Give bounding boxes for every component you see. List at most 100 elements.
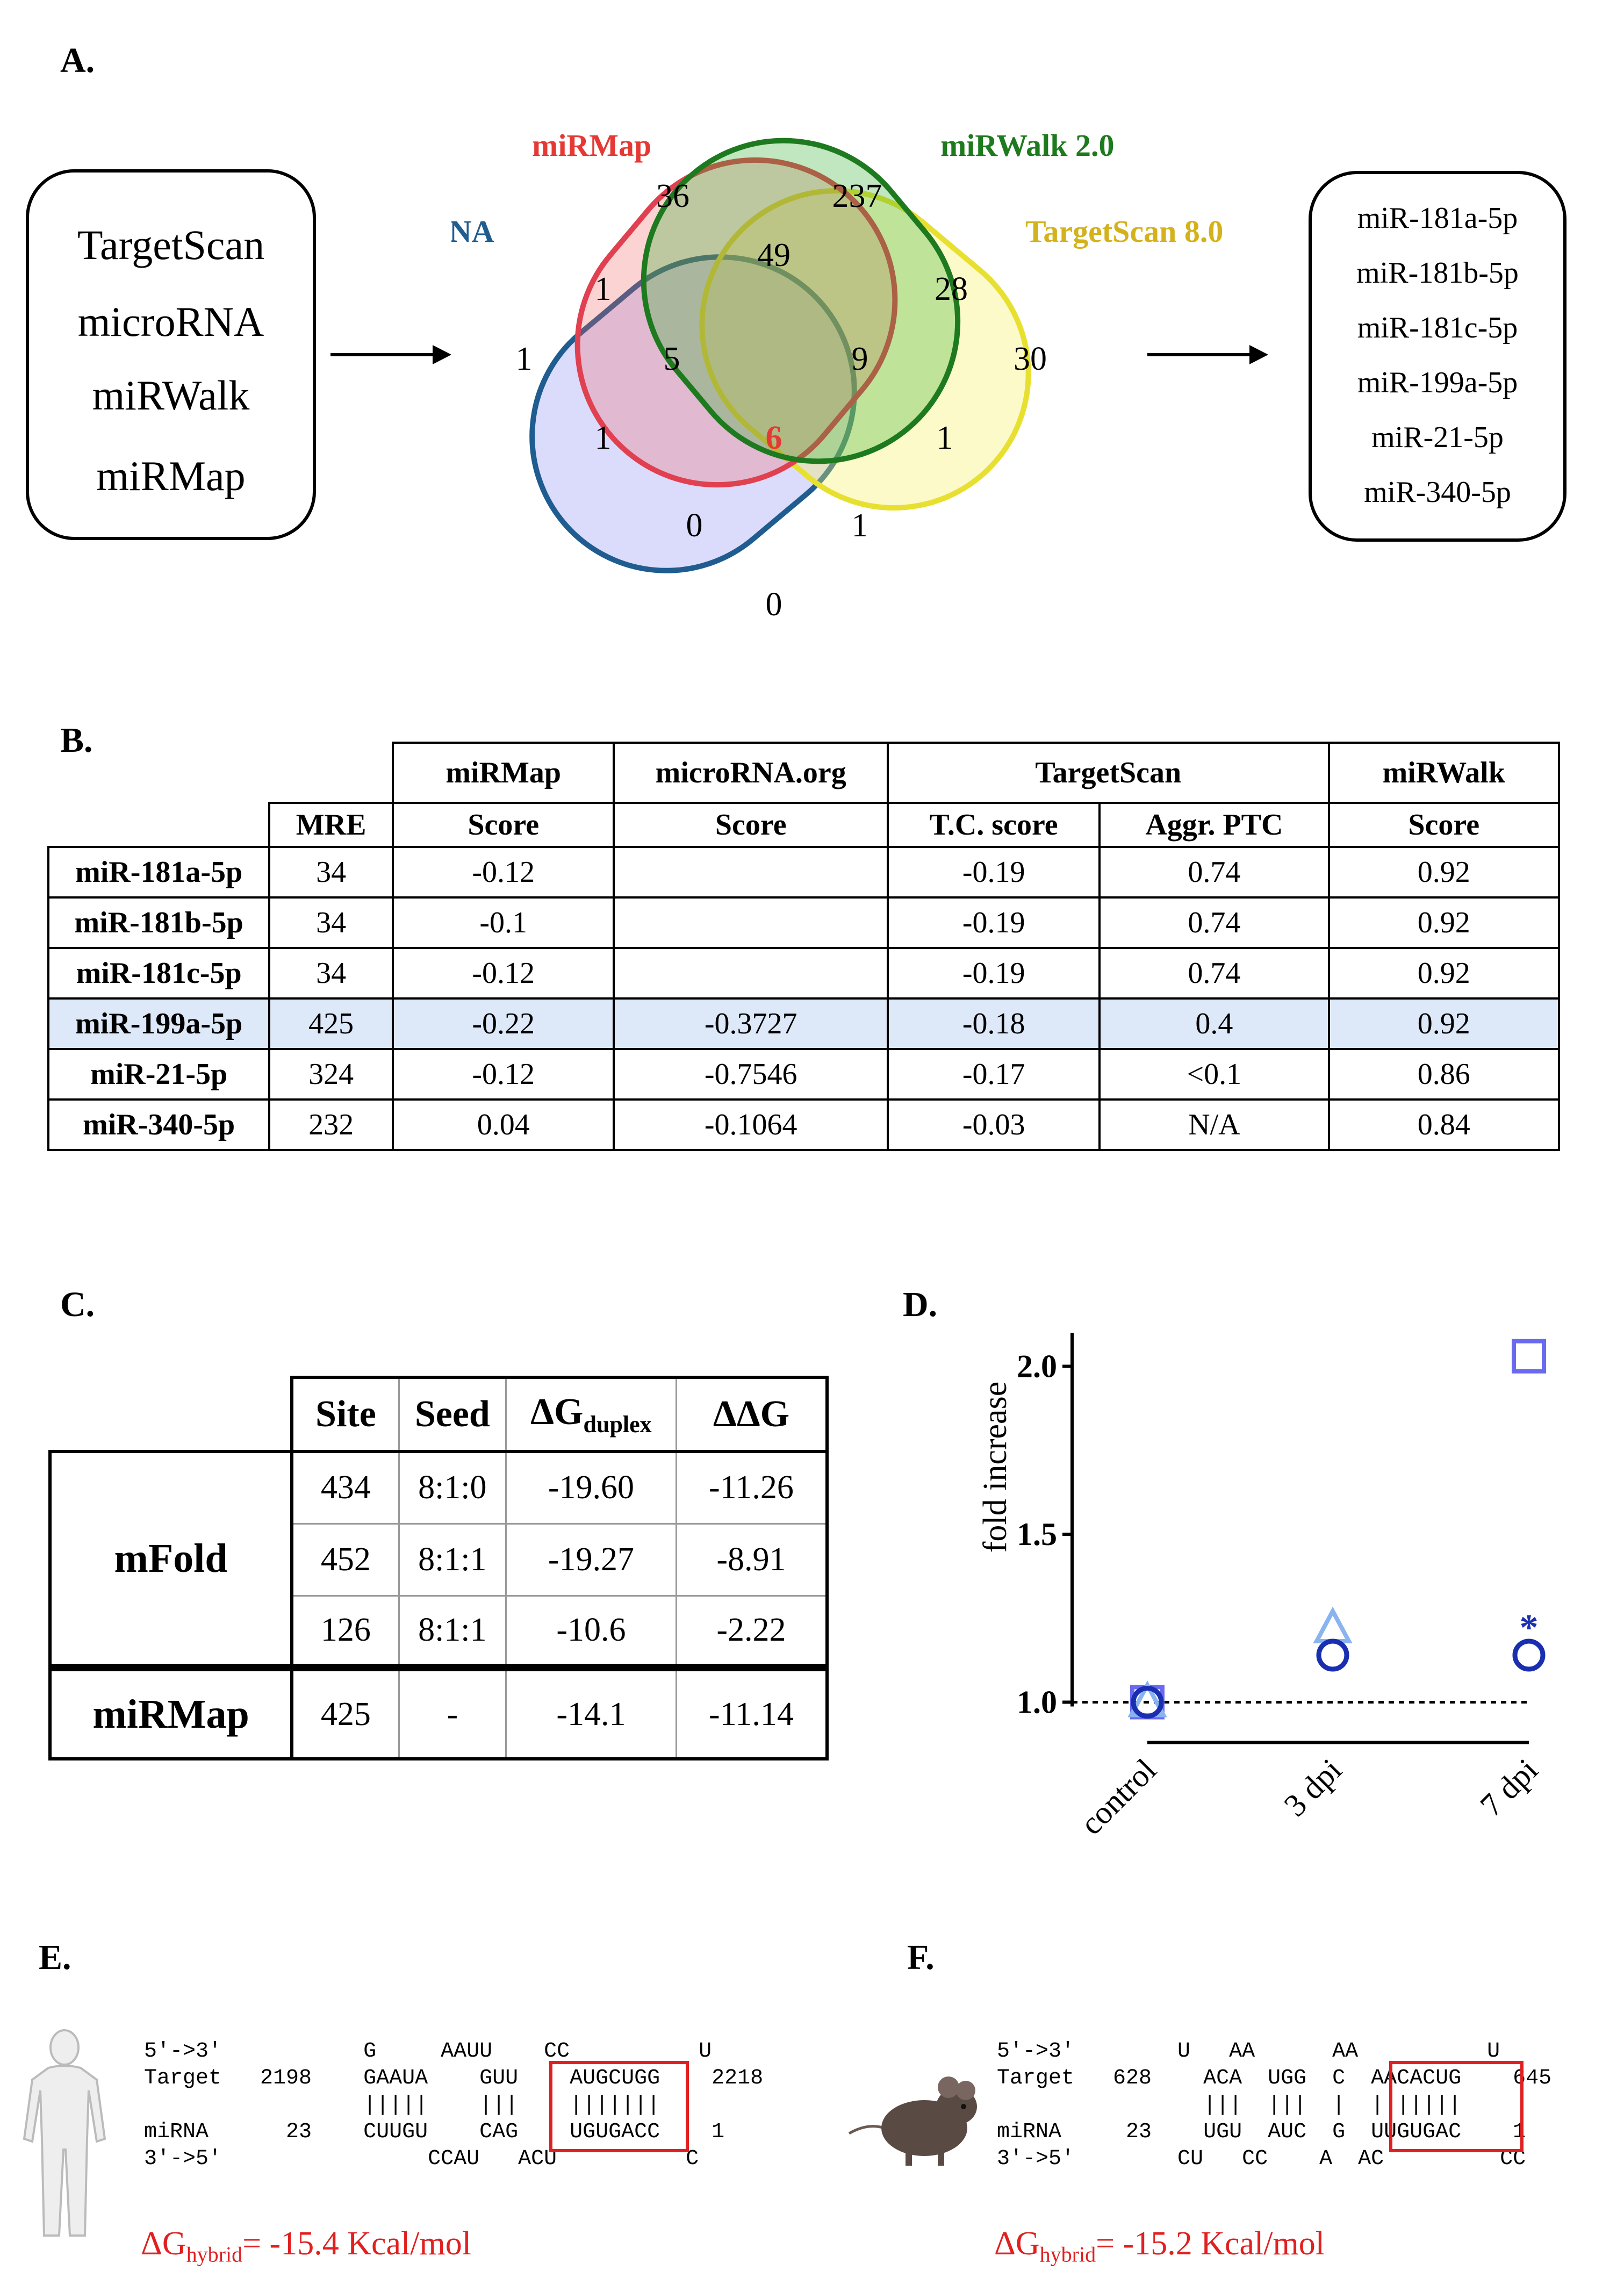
result-mirna: miR-199a-5p [1357, 366, 1518, 399]
table-cell: 0.4 [1098, 997, 1330, 1050]
venn-count: 6 [766, 420, 782, 456]
table-cell: 0.74 [1098, 947, 1330, 1000]
y-tick-label: 1.5 [1017, 1517, 1057, 1552]
table-cell: 0.92 [1327, 997, 1560, 1050]
venn-count: 9 [852, 341, 868, 377]
panel-label-b: B. [60, 721, 93, 760]
result-mirna: miR-21-5p [1371, 421, 1504, 454]
group-header: TargetScan [887, 742, 1330, 804]
sub-header: T.C. score [887, 802, 1101, 848]
c-header: Site [290, 1376, 400, 1453]
table-cell: 0.92 [1327, 846, 1560, 899]
venn-set-mirmap [574, 157, 898, 488]
alignment-line: ||||| ||| ||||||| [144, 2093, 660, 2117]
c-header-dg: ΔGduplex [505, 1376, 677, 1453]
sub-header: Score [613, 802, 889, 848]
venn-count: 5 [664, 341, 680, 377]
c-cell: -8.91 [675, 1522, 829, 1597]
dg-hybrid-f: ΔGhybrid= -15.2 Kcal/mol [994, 2225, 1325, 2267]
panel-label-e: E. [39, 1938, 71, 1977]
table-cell: -0.12 [391, 1048, 615, 1101]
table-cell [613, 846, 889, 899]
dg-hybrid-e: ΔGhybrid= -15.4 Kcal/mol [141, 2225, 471, 2267]
venn-label-mirwalk: miRWalk 2.0 [940, 128, 1114, 163]
human-figure-icon [23, 2029, 106, 2237]
group-header: microRNA.org [613, 742, 889, 804]
venn-count: 237 [832, 178, 882, 214]
venn-count: 0 [766, 586, 782, 623]
alignment-line: 3'->5' CCAU ACU C [144, 2147, 699, 2171]
y-tick-label: 2.0 [1017, 1349, 1057, 1384]
table-cell: 0.84 [1327, 1098, 1560, 1151]
venn-label-mirmap: miRMap [532, 128, 651, 163]
y-axis-label: fold increase [977, 1382, 1014, 1553]
venn-count: 36 [656, 178, 689, 214]
table-cell: 0.86 [1327, 1048, 1560, 1101]
table-cell: -0.19 [887, 896, 1101, 949]
table-cell: <0.1 [1098, 1048, 1330, 1101]
venn-count: 1 [937, 420, 953, 456]
table-cell: 0.92 [1327, 896, 1560, 949]
table-cell: -0.7546 [613, 1048, 889, 1101]
c-header: ΔΔG [675, 1376, 829, 1453]
table-cell: 34 [268, 846, 394, 899]
table-cell: 34 [268, 947, 394, 1000]
tool-item: miRWalk [92, 372, 250, 419]
x-tick-label: 3 dpi [1277, 1752, 1348, 1823]
venn-count: 1 [516, 341, 533, 377]
row-mirna-name: miR-21-5p [47, 1048, 271, 1101]
result-mirna: miR-181c-5p [1357, 311, 1518, 344]
table-cell: 0.74 [1098, 846, 1330, 899]
table-cell [613, 896, 889, 949]
c-cell: -19.27 [505, 1522, 677, 1597]
sub-header: Score [1327, 802, 1560, 848]
c-cell: 8:1:0 [398, 1450, 507, 1525]
c-cell: -2.22 [675, 1594, 829, 1669]
panel-label-d: D. [903, 1285, 938, 1324]
panel-label-c: C. [60, 1285, 95, 1324]
alignment-line: miRNA 23 UGU AUC G UUGUGAC 1 [997, 2120, 1526, 2144]
mfold-label: mFold [48, 1450, 294, 1669]
table-cell: -0.1 [391, 896, 615, 949]
c-cell: -11.14 [675, 1664, 829, 1760]
venn-set-microrna [529, 254, 857, 573]
sub-header: MRE [268, 802, 394, 848]
c-cell: 8:1:1 [398, 1594, 507, 1669]
tool-item: miRMap [96, 452, 246, 499]
table-cell: -0.12 [391, 846, 615, 899]
venn-count: 1 [852, 507, 868, 544]
alignment-line: Target 628 ACA UGG C AACACUG 645 [997, 2066, 1552, 2090]
venn-label-targetscan: TargetScan 8.0 [1025, 214, 1223, 249]
tools-box: TargetScan microRNA miRWalk miRMap [26, 169, 316, 540]
venn-diagram: miRMap miRWalk 2.0 microRNA TargetScan 8… [451, 128, 1223, 623]
alignment-line: 3'->5' CU CC A AC CC [997, 2147, 1526, 2171]
table-cell: N/A [1098, 1098, 1330, 1151]
sub-header: Aggr. PTC [1098, 802, 1330, 848]
data-point-square [1512, 1339, 1546, 1374]
table-cell: 0.74 [1098, 896, 1330, 949]
venn-count: 0 [686, 507, 703, 544]
table-cell: 232 [268, 1098, 394, 1151]
energy-table: Site Seed ΔGduplex ΔΔG mFold 434 8:1:0 -… [48, 1376, 829, 1760]
sub-header: Score [391, 802, 615, 848]
results-box: miR-181a-5p miR-181b-5p miR-181c-5p miR-… [1309, 171, 1566, 542]
group-header: miRMap [391, 742, 615, 804]
venn-label-microrna: microRNA [451, 214, 494, 249]
c-header: Seed [398, 1376, 507, 1453]
table-cell [613, 947, 889, 1000]
y-tick-label: 1.0 [1017, 1685, 1057, 1720]
c-cell: 452 [291, 1522, 400, 1597]
result-mirna: miR-340-5p [1364, 476, 1511, 509]
c-cell: 425 [291, 1664, 400, 1760]
seed-box-e [549, 2061, 689, 2152]
mouse-icon [848, 2076, 977, 2166]
venn-count: 1 [595, 420, 612, 456]
venn-count: 1 [595, 271, 612, 307]
c-cell: -14.1 [505, 1664, 677, 1760]
